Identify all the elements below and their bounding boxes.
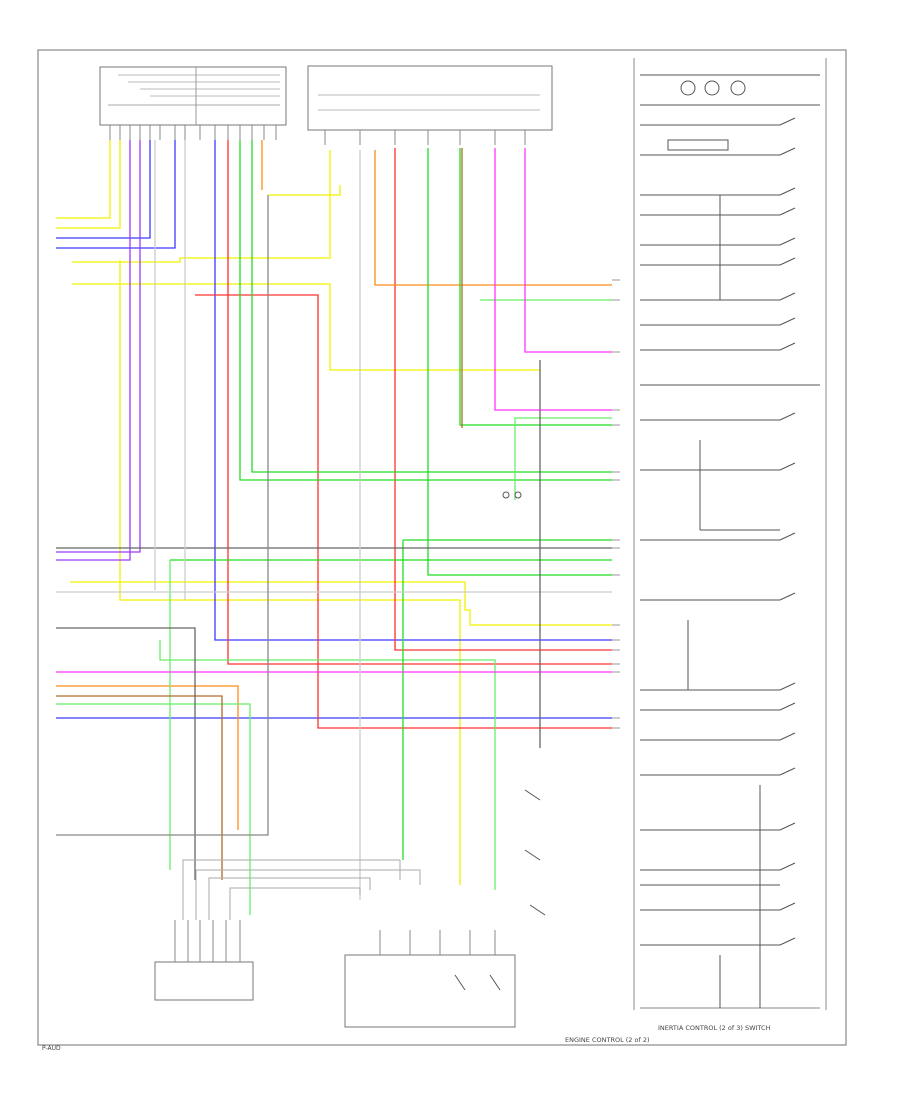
bottom-left-connector xyxy=(154,859,421,1001)
central-connector-pins xyxy=(612,279,620,729)
corner-code: P-AUD xyxy=(42,1045,61,1052)
engine-connector-block xyxy=(99,66,287,126)
switch-panel xyxy=(640,74,820,1008)
switch-panel-caption: INERTIA CONTROL (2 of 3) SWITCH xyxy=(658,1024,771,1032)
diagram-border xyxy=(37,49,847,1046)
pin-stubs xyxy=(109,125,526,145)
bottom-control-module xyxy=(344,930,516,1028)
sensor-module-block xyxy=(307,65,553,131)
mid-switch-symbols xyxy=(502,491,546,916)
wire-harness xyxy=(56,140,612,915)
section-caption: ENGINE CONTROL (2 of 2) xyxy=(565,1036,650,1044)
